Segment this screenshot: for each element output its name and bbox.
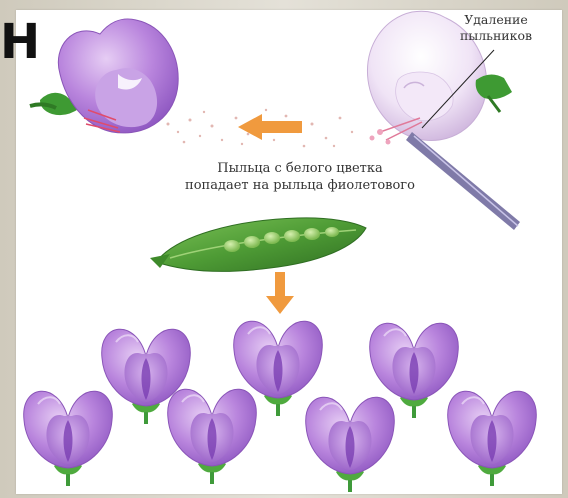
violet-flower-icon [30, 19, 178, 133]
orange-arrow-icon [238, 114, 302, 140]
caption-line-1: Пыльца с белого цветка [150, 160, 450, 177]
orange-arrow-icon [266, 272, 294, 314]
offspring-flower-icon [24, 391, 113, 486]
offspring-flowers [24, 321, 537, 492]
offspring-flower-icon [306, 397, 395, 492]
pollination-caption: Пыльца с белого цветка попадает на рыльц… [150, 160, 450, 194]
pea-pod-icon [150, 218, 366, 272]
offspring-flower-icon [448, 391, 537, 486]
caption-line-2: попадает на рыльца фиолетового [150, 177, 450, 194]
anther-removal-label: Удаление пыльников [438, 12, 554, 44]
offspring-flower-icon [168, 389, 257, 484]
white-flower-icon [367, 11, 520, 230]
